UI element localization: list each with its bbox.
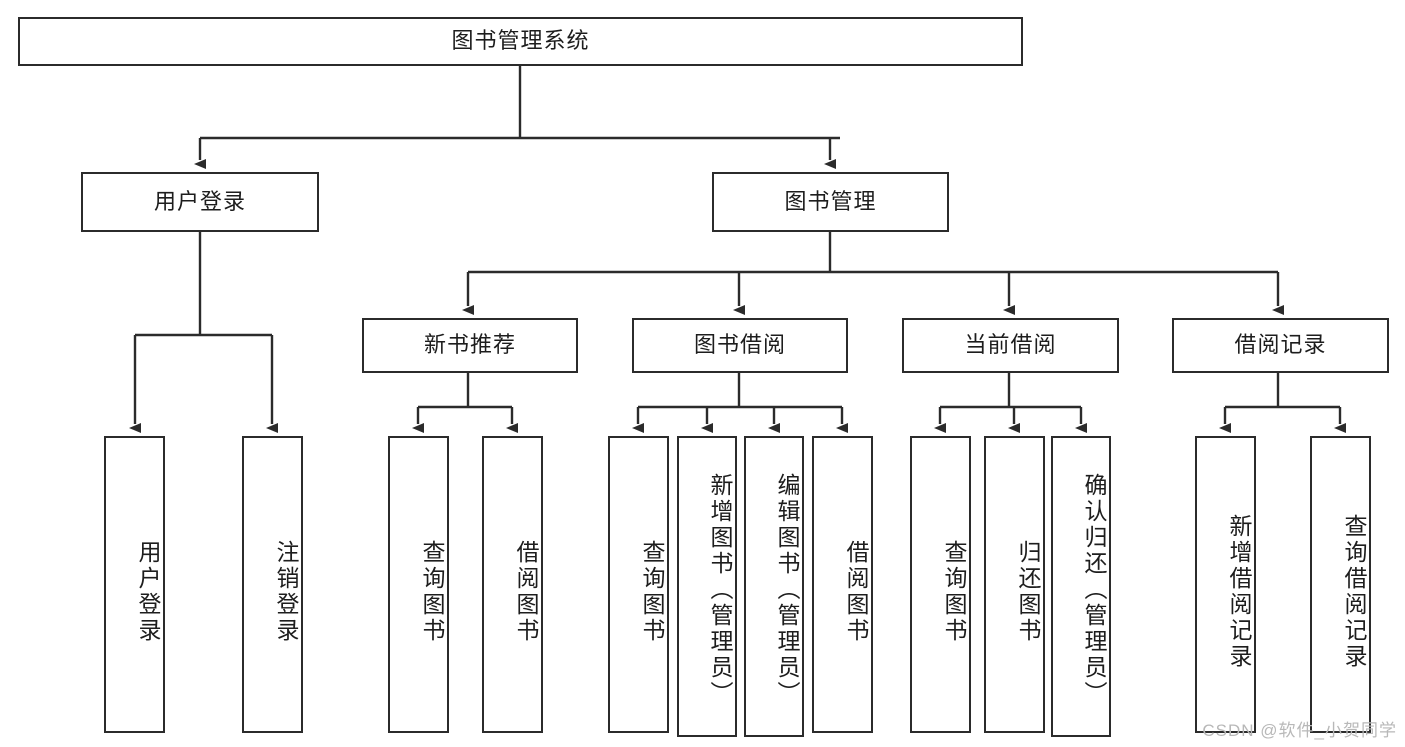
node-label: 用户登录 [135,539,161,644]
node-label: 新书推荐 [423,332,516,358]
node-leaf-return-book[interactable]: 归还图书 [984,436,1045,733]
watermark: CSDN @软件_小贺同学 [1202,721,1397,740]
node-label: 新增图书（管理员） [707,472,733,707]
node-user-login[interactable]: 用户登录 [81,172,319,232]
node-label: 用户登录 [153,188,246,214]
node-label: 查询图书 [639,539,665,644]
node-book-borrow[interactable]: 图书借阅 [632,318,848,373]
node-leaf-user-logout[interactable]: 注销登录 [242,436,303,733]
node-label: 借阅记录 [1234,332,1327,358]
node-leaf-confirm-return[interactable]: 确认归还（管理员） [1051,436,1111,737]
node-label: 借阅图书 [843,539,869,644]
node-leaf-query-book-3[interactable]: 查询图书 [910,436,971,733]
node-label: 注销登录 [273,539,299,644]
node-leaf-borrow-book-1[interactable]: 借阅图书 [482,436,543,733]
node-leaf-query-book-1[interactable]: 查询图书 [388,436,449,733]
node-new-book-recommend[interactable]: 新书推荐 [362,318,578,373]
node-label: 新增借阅记录 [1226,513,1252,670]
node-label: 查询借阅记录 [1341,513,1367,670]
node-label: 图书管理系统 [451,28,590,54]
node-label: 编辑图书（管理员） [774,472,800,707]
node-borrow-record[interactable]: 借阅记录 [1172,318,1389,373]
node-label: 确认归还（管理员） [1081,472,1107,707]
node-leaf-query-record[interactable]: 查询借阅记录 [1310,436,1371,733]
node-label: 查询图书 [419,539,445,644]
node-leaf-add-book[interactable]: 新增图书（管理员） [677,436,737,737]
node-leaf-add-record[interactable]: 新增借阅记录 [1195,436,1256,733]
node-root[interactable]: 图书管理系统 [18,17,1023,66]
node-label: 查询图书 [941,539,967,644]
node-leaf-edit-book[interactable]: 编辑图书（管理员） [744,436,804,737]
node-label: 图书管理 [784,188,877,214]
node-leaf-query-book-2[interactable]: 查询图书 [608,436,669,733]
node-label: 当前借阅 [964,332,1057,358]
node-label: 借阅图书 [513,539,539,644]
node-label: 归还图书 [1015,539,1041,644]
node-current-borrow[interactable]: 当前借阅 [902,318,1119,373]
node-leaf-user-login[interactable]: 用户登录 [104,436,165,733]
node-book-manage[interactable]: 图书管理 [712,172,949,232]
node-leaf-borrow-book-2[interactable]: 借阅图书 [812,436,873,733]
node-label: 图书借阅 [693,332,786,358]
